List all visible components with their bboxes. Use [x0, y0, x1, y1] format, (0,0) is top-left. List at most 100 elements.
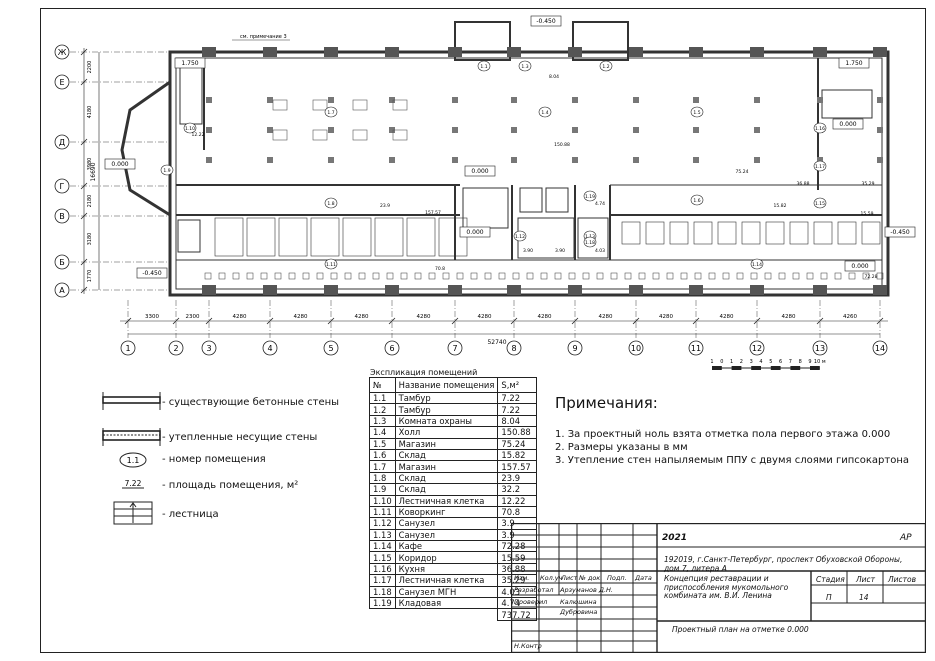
room-area: 8.04 [497, 414, 538, 428]
window-opening [344, 272, 352, 280]
structural-column [750, 285, 764, 295]
room-name: Кухня [394, 562, 499, 576]
interior-column [572, 97, 578, 103]
level-mark-value: 0.000 [471, 168, 488, 175]
window-opening [722, 272, 730, 280]
room-tag-label: 1.19 [585, 194, 595, 200]
span-dimension: 4260 [843, 314, 857, 320]
grid-axis-label: 9 [572, 344, 577, 353]
grid-axis-bubble [168, 340, 184, 356]
grid-axis-label: 11 [691, 344, 701, 353]
name-checked-2: Дубровина [560, 608, 598, 616]
structural-column [448, 47, 462, 57]
room-tag [690, 194, 704, 206]
workstation-cell [310, 217, 340, 257]
legend-insulated-walls: - утепленные несущие стены [162, 432, 318, 443]
window-opening [708, 272, 716, 280]
room-tag [324, 106, 338, 118]
workstation-cell [406, 217, 436, 257]
room-name: Тамбур [394, 391, 499, 405]
row-dimension: 4180 [87, 106, 93, 119]
structural-column [568, 285, 582, 295]
structural-column [813, 47, 827, 57]
window-opening [246, 272, 254, 280]
interior-column [452, 127, 458, 133]
level-mark-value: 0.000 [466, 229, 483, 236]
tb-h-list: Лист [561, 574, 578, 582]
tb-h-kol: Кол.уч [540, 574, 563, 582]
room-name: Кладовая [394, 597, 499, 610]
structural-column [873, 47, 887, 57]
interior-column [352, 129, 368, 141]
room-tag-label: 1.15 [815, 201, 825, 207]
interior-column [452, 97, 458, 103]
legend-room-area: - площадь помещения, м² [162, 480, 299, 491]
interior-column [817, 97, 823, 103]
window-opening [834, 272, 842, 280]
area-value: 70.8 [435, 266, 445, 272]
structural-column [324, 47, 338, 57]
room-area: 15.82 [497, 448, 538, 462]
room-name: Склад [394, 483, 499, 496]
tb-h-podp: Подп. [607, 574, 627, 582]
room-name: Санузел [394, 517, 499, 530]
window-opening [218, 272, 226, 280]
grid-axis-bubble [262, 340, 278, 356]
interior-column [693, 157, 699, 163]
window-opening [414, 272, 422, 280]
interior-column [511, 127, 517, 133]
scale-tick: 9 [808, 359, 811, 365]
grid-axis-bubble [506, 340, 522, 356]
span-dimension: 4280 [599, 314, 613, 320]
room-area: 157.57 [497, 460, 538, 473]
interior-column [267, 127, 273, 133]
scale-tick: 1 [730, 359, 733, 365]
window-opening [470, 272, 478, 280]
area-value: 8.04 [549, 74, 559, 80]
scale-segment [770, 366, 781, 370]
interior-column [452, 157, 458, 163]
row-dimension: 2200 [87, 61, 93, 74]
interior-column [206, 127, 212, 133]
legend-room-number: - номер помещения [162, 454, 266, 465]
area-value: 75.24 [736, 169, 749, 175]
room-tag-label: 1.14 [752, 262, 762, 268]
room-area-symbol: 7.22 [122, 479, 144, 489]
structural-column [568, 47, 582, 57]
room-name: Магазин [394, 460, 499, 473]
level-mark-value: 1.750 [845, 60, 862, 67]
name-developed: Арзуманов Д.Н. [560, 586, 613, 594]
interior-column [267, 97, 273, 103]
interior-column [511, 157, 517, 163]
legend-symbols: 1.1 7.22 [102, 392, 161, 525]
window-opening [288, 272, 296, 280]
structural-column [629, 285, 643, 295]
grid-axis-label: 13 [815, 344, 825, 353]
interior-column [328, 127, 334, 133]
header-number: № [369, 377, 396, 393]
interior-column [693, 127, 699, 133]
level-mark-value: 0.000 [111, 161, 128, 168]
room-tag [583, 236, 597, 248]
scale-tick: 10 м [814, 359, 826, 365]
room-area: 4.74 [497, 597, 538, 610]
cafe-booth [837, 221, 857, 245]
grid-axis-label: Б [59, 258, 65, 267]
level-mark [838, 57, 870, 69]
grid-axis-bubble [688, 340, 704, 356]
room-area: 72.28 [497, 540, 538, 553]
interior-column [206, 97, 212, 103]
room-number: 1.3 [369, 414, 396, 428]
span-dimension: 4280 [355, 314, 369, 320]
window-opening [358, 272, 366, 280]
window-opening [848, 272, 856, 280]
grid-axis-label: 8 [511, 344, 516, 353]
note-reference: см. примечание 3 [240, 34, 287, 40]
structural-column [202, 285, 216, 295]
